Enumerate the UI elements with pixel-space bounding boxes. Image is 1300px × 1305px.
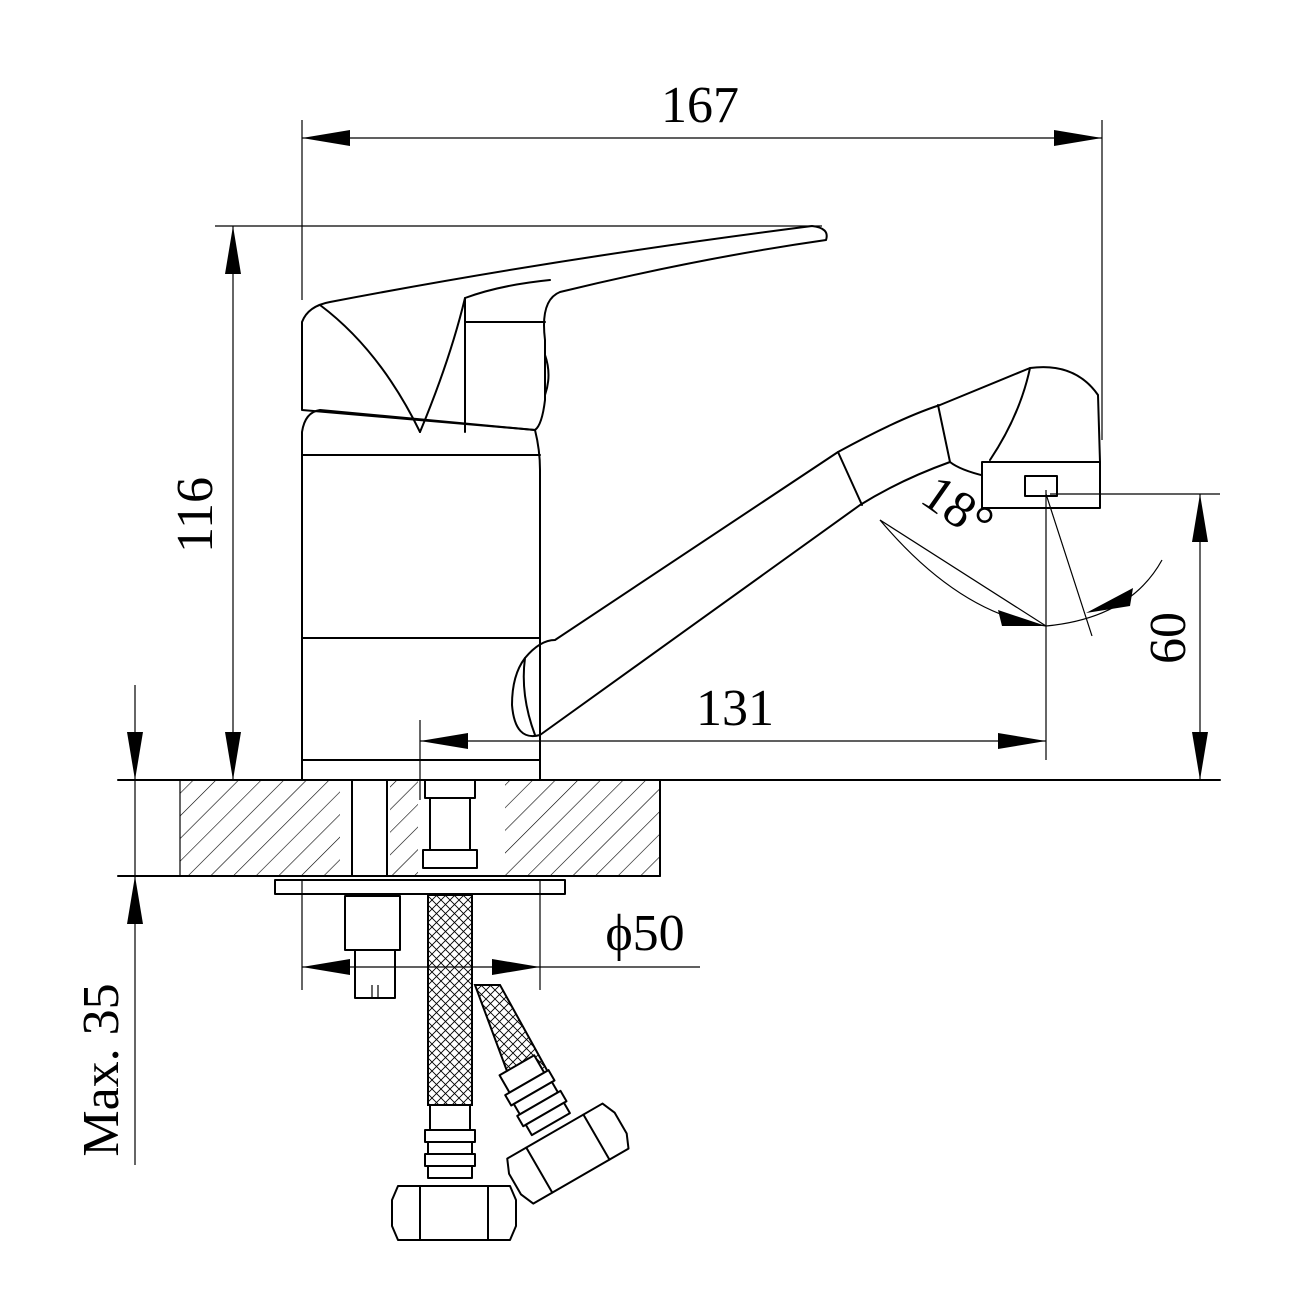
countertop-section bbox=[117, 779, 1221, 877]
height-label: 116 bbox=[167, 477, 224, 553]
supply-hose-angled bbox=[473, 984, 630, 1205]
swivel-spout bbox=[511, 366, 1101, 738]
mounting-stud bbox=[344, 779, 401, 999]
max-countertop-label: Max. 35 bbox=[73, 983, 130, 1156]
dimension-overall-length: 167 bbox=[301, 77, 1103, 440]
dimension-height: 116 bbox=[167, 225, 822, 780]
supply-hose-straight bbox=[391, 779, 517, 1241]
dimension-spout-height: 60 bbox=[1050, 493, 1220, 780]
overall-length-label: 167 bbox=[661, 77, 739, 134]
faucet-body bbox=[301, 409, 541, 781]
lever-handle bbox=[301, 225, 828, 433]
mounting-plate bbox=[274, 879, 566, 895]
dimension-spout-reach: 131 bbox=[419, 490, 1047, 800]
dimension-base-diameter: ϕ50 bbox=[301, 880, 700, 990]
base-diameter-label: ϕ50 bbox=[605, 905, 684, 962]
dimension-max-countertop: Max. 35 bbox=[73, 685, 143, 1165]
spout-reach-label: 131 bbox=[696, 680, 774, 737]
spout-height-label: 60 bbox=[1140, 612, 1197, 664]
